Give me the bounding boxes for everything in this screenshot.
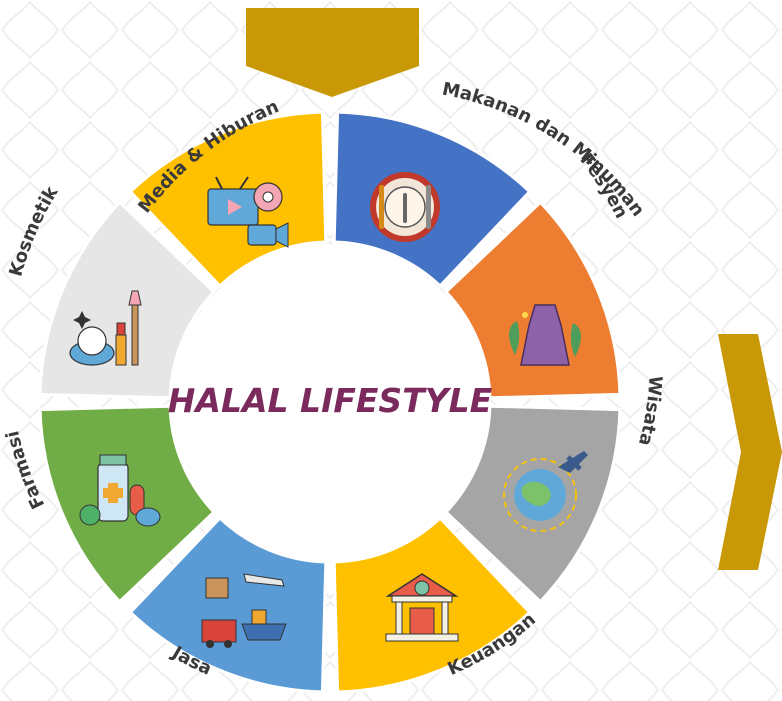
center-disc	[172, 244, 488, 560]
dress-icon	[509, 304, 581, 366]
cosmetics-icon	[69, 290, 142, 366]
media-tv-icon	[207, 176, 289, 248]
center-title: HALAL LIFESTYLE	[168, 381, 493, 420]
segment-icons	[69, 172, 588, 648]
segment-jasa	[128, 515, 328, 694]
top-arrow	[246, 8, 419, 97]
right-arrow	[718, 334, 782, 570]
segment-ring	[38, 110, 622, 694]
plate-cutlery-icon	[370, 172, 440, 242]
bank-icon	[385, 573, 459, 642]
medicine-icon	[79, 454, 161, 527]
globe-airplane-icon	[503, 451, 588, 532]
segment-keuangan	[332, 515, 532, 694]
logistics-icon	[201, 573, 287, 648]
